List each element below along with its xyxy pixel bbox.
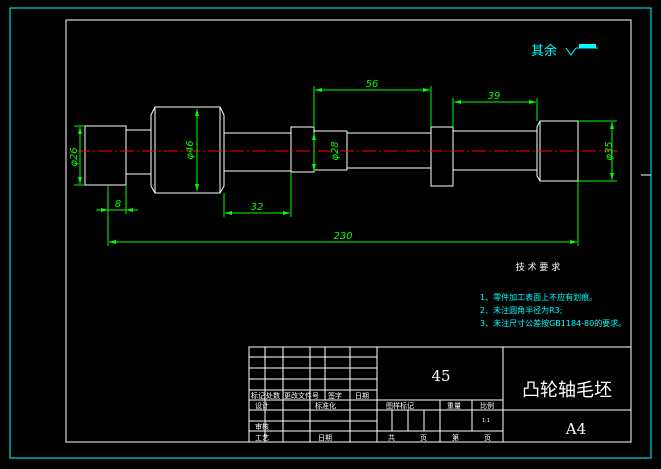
shaft-outline — [84, 106, 579, 194]
dim-56: 56 — [366, 79, 379, 90]
rev-header-date: 日期 — [355, 392, 369, 400]
dim-d26: φ26 — [69, 147, 80, 166]
rev-header-count: 处数 — [266, 391, 280, 400]
weight-label: 重量 — [447, 402, 461, 410]
tech-requirement-2: 2、未注圆角半径为R3; — [480, 305, 562, 315]
dim-230: 230 — [333, 231, 352, 242]
sheet-label-total-unit: 页 — [420, 434, 427, 442]
date-label: 日期 — [318, 434, 332, 442]
dim-d46: φ46 — [185, 140, 196, 159]
design-label: 设计 — [255, 401, 269, 410]
process-label: 工艺 — [255, 434, 269, 442]
tech-requirement-1: 1、零件加工表面上不应有划痕。 — [480, 292, 597, 302]
sheet-size: A4 — [565, 420, 586, 438]
tech-requirement-3: 3、未注尺寸公差按GB1184-80的要求。 — [480, 318, 626, 328]
sheet-label-current-unit: 页 — [484, 434, 491, 442]
sheet-label-total: 共 — [388, 433, 395, 442]
material-value: 45 — [431, 367, 450, 385]
dim-32: 32 — [251, 202, 264, 213]
rev-header-sign: 签字 — [328, 391, 342, 400]
review-label: 审核 — [255, 422, 269, 431]
dim-8: 8 — [115, 199, 121, 210]
roughness-triangle-icon — [565, 44, 598, 56]
rev-header-mark: 标记 — [251, 391, 265, 400]
scale-value: 1:1 — [482, 418, 490, 424]
rev-header-doc: 更改文件号 — [284, 391, 319, 400]
dim-39: 39 — [488, 91, 501, 102]
title-block — [248, 346, 632, 443]
dimension-arrows — [78, 88, 614, 244]
dimension-lines — [74, 86, 617, 246]
sheet-border — [9, 7, 652, 459]
surface-finish-label: 其余 — [531, 43, 557, 59]
dim-d28: φ28 — [330, 141, 341, 160]
tech-requirements-title: 技 术 要 求 — [516, 261, 561, 273]
part-name: 凸轮轴毛坯 — [522, 380, 612, 401]
standardization-label: 标准化 — [315, 401, 336, 410]
scale-label: 比例 — [480, 401, 494, 410]
stage-mark-label: 图样标记 — [386, 401, 414, 410]
dim-d35: φ35 — [604, 141, 615, 160]
sheet-label-current: 第 — [452, 433, 459, 442]
